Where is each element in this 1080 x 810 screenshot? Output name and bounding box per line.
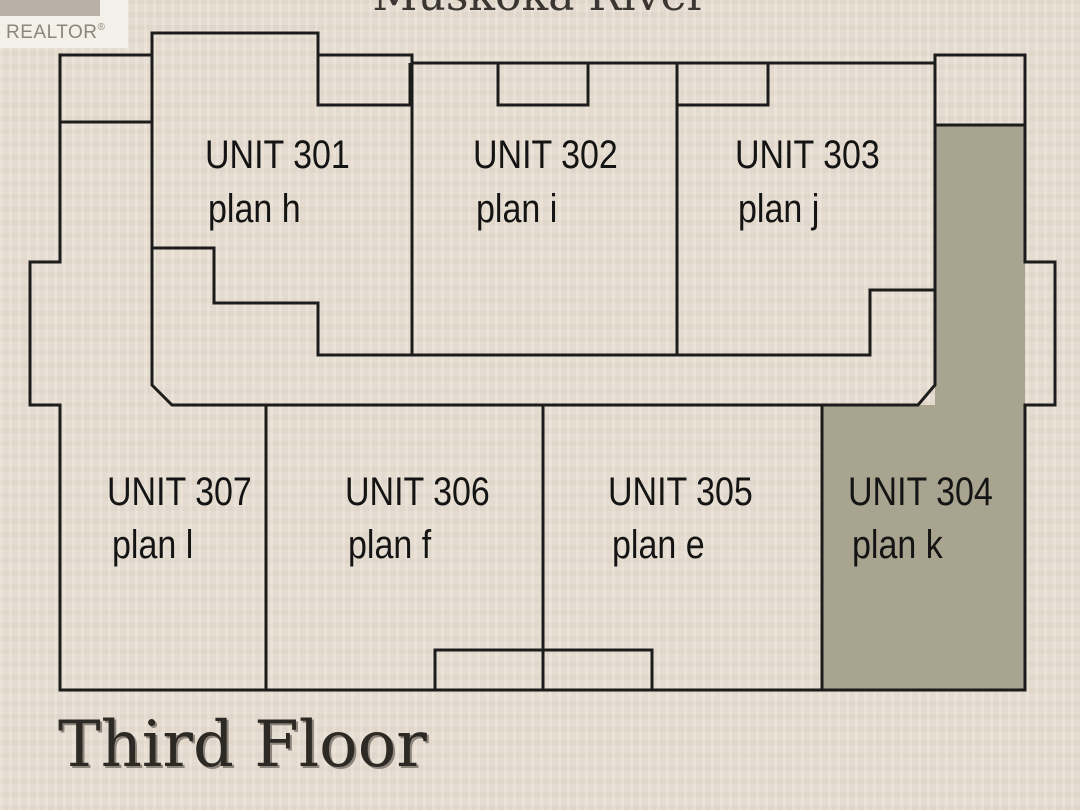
unit-label: UNIT 302 — [473, 131, 618, 176]
balcony-304 — [933, 55, 1025, 127]
plan-label: plan f — [348, 521, 432, 566]
realtor-logo: REALTOR® — [0, 0, 128, 48]
unit-label: UNIT 307 — [107, 468, 252, 513]
unit-305[interactable]: UNIT 305 plan e — [608, 468, 753, 566]
plan-label: plan h — [208, 185, 301, 230]
unit-label: UNIT 304 — [848, 468, 993, 513]
plan-label: plan l — [112, 521, 193, 566]
unit-304-highlight[interactable] — [822, 125, 1025, 690]
wall-lines — [28, 31, 1057, 692]
balcony-301 — [316, 55, 412, 107]
unit-label: UNIT 301 — [205, 131, 350, 176]
unit-label: UNIT 305 — [608, 468, 753, 513]
plan-label: plan i — [476, 185, 557, 230]
plan-label: plan e — [612, 521, 705, 566]
balcony-303 — [675, 63, 770, 107]
unit-301-wall — [152, 246, 935, 357]
unit-306[interactable]: UNIT 306 plan f — [345, 468, 490, 566]
realtor-logo-text: REALTOR® — [6, 22, 106, 43]
unit-302[interactable]: UNIT 302 plan i — [473, 131, 618, 230]
unit-301[interactable]: UNIT 301 plan h — [205, 131, 350, 230]
plan-label: plan k — [852, 521, 943, 566]
unit-label: UNIT 306 — [345, 468, 490, 513]
corridor-wall — [150, 33, 937, 407]
unit-304[interactable]: UNIT 304 plan k — [848, 468, 993, 566]
realtor-logo-mark — [0, 0, 100, 16]
unit-303[interactable]: UNIT 303 plan j — [735, 131, 880, 230]
unit-307[interactable]: UNIT 307 plan l — [107, 468, 252, 566]
balcony-302 — [496, 63, 590, 107]
outer-wall — [28, 31, 1057, 692]
unit-label: UNIT 303 — [735, 131, 880, 176]
floor-title: Third Floor — [58, 708, 427, 782]
entry-box — [433, 648, 654, 690]
plan-label: plan j — [738, 185, 819, 230]
river-title: Muskoka River — [300, 0, 780, 21]
